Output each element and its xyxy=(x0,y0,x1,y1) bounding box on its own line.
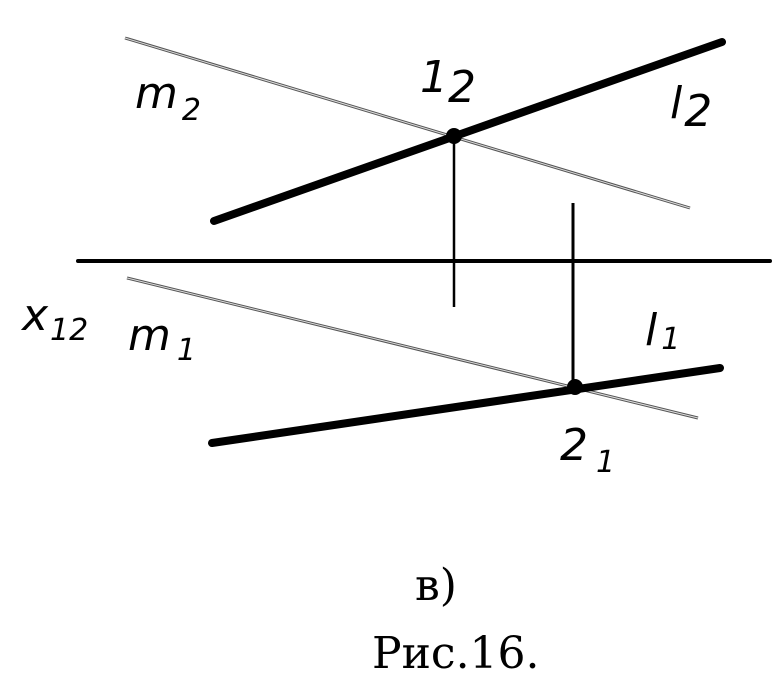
label-x12: x12 xyxy=(20,290,88,348)
caption-letter: в) xyxy=(415,560,457,611)
point-2-1 xyxy=(567,379,583,395)
line-m2-inner xyxy=(124,37,691,209)
line-m1-inner xyxy=(126,277,699,419)
line-l1 xyxy=(208,364,724,447)
figure-caption: Рис.16. xyxy=(372,628,540,679)
point-1-2 xyxy=(446,128,462,144)
label-l2: l2 xyxy=(670,78,712,137)
line-l2 xyxy=(210,38,726,225)
label-1-2: 12 xyxy=(420,52,476,113)
